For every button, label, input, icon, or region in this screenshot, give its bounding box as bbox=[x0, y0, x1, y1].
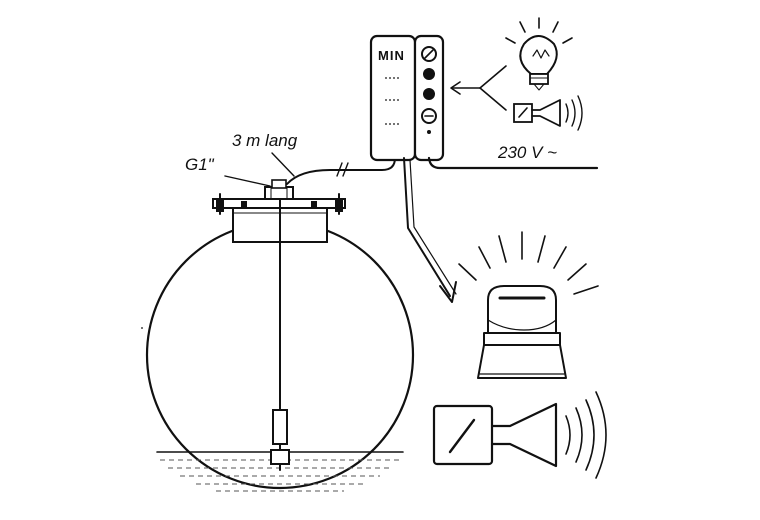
controller-scale bbox=[385, 77, 399, 125]
controller-knob-top bbox=[421, 46, 437, 62]
controller-label: MIN bbox=[378, 48, 405, 63]
sensor-cable bbox=[286, 157, 396, 185]
signal-branch bbox=[450, 65, 507, 111]
power-line: 230 V ~ bbox=[427, 143, 599, 170]
voltage-label: 230 V ~ bbox=[497, 143, 557, 162]
large-horn-icon bbox=[432, 391, 607, 479]
warning-beacon-icon bbox=[458, 231, 599, 379]
thread-label-group: G1" bbox=[185, 155, 271, 187]
speck bbox=[141, 327, 143, 329]
controller-knob-bottom bbox=[421, 108, 437, 124]
small-horn-icon bbox=[513, 95, 583, 131]
length-label-group: 3 m lang bbox=[232, 131, 298, 177]
controller-led bbox=[427, 130, 431, 134]
thread-label: G1" bbox=[185, 155, 215, 174]
controller-indicator-2 bbox=[423, 88, 435, 100]
float-probe bbox=[270, 198, 290, 471]
length-label: 3 m lang bbox=[232, 131, 298, 150]
controller-indicator-1 bbox=[423, 68, 435, 80]
alarm-cable bbox=[403, 157, 457, 303]
controller-unit: MIN bbox=[369, 34, 445, 162]
light-bulb-icon bbox=[505, 17, 573, 91]
